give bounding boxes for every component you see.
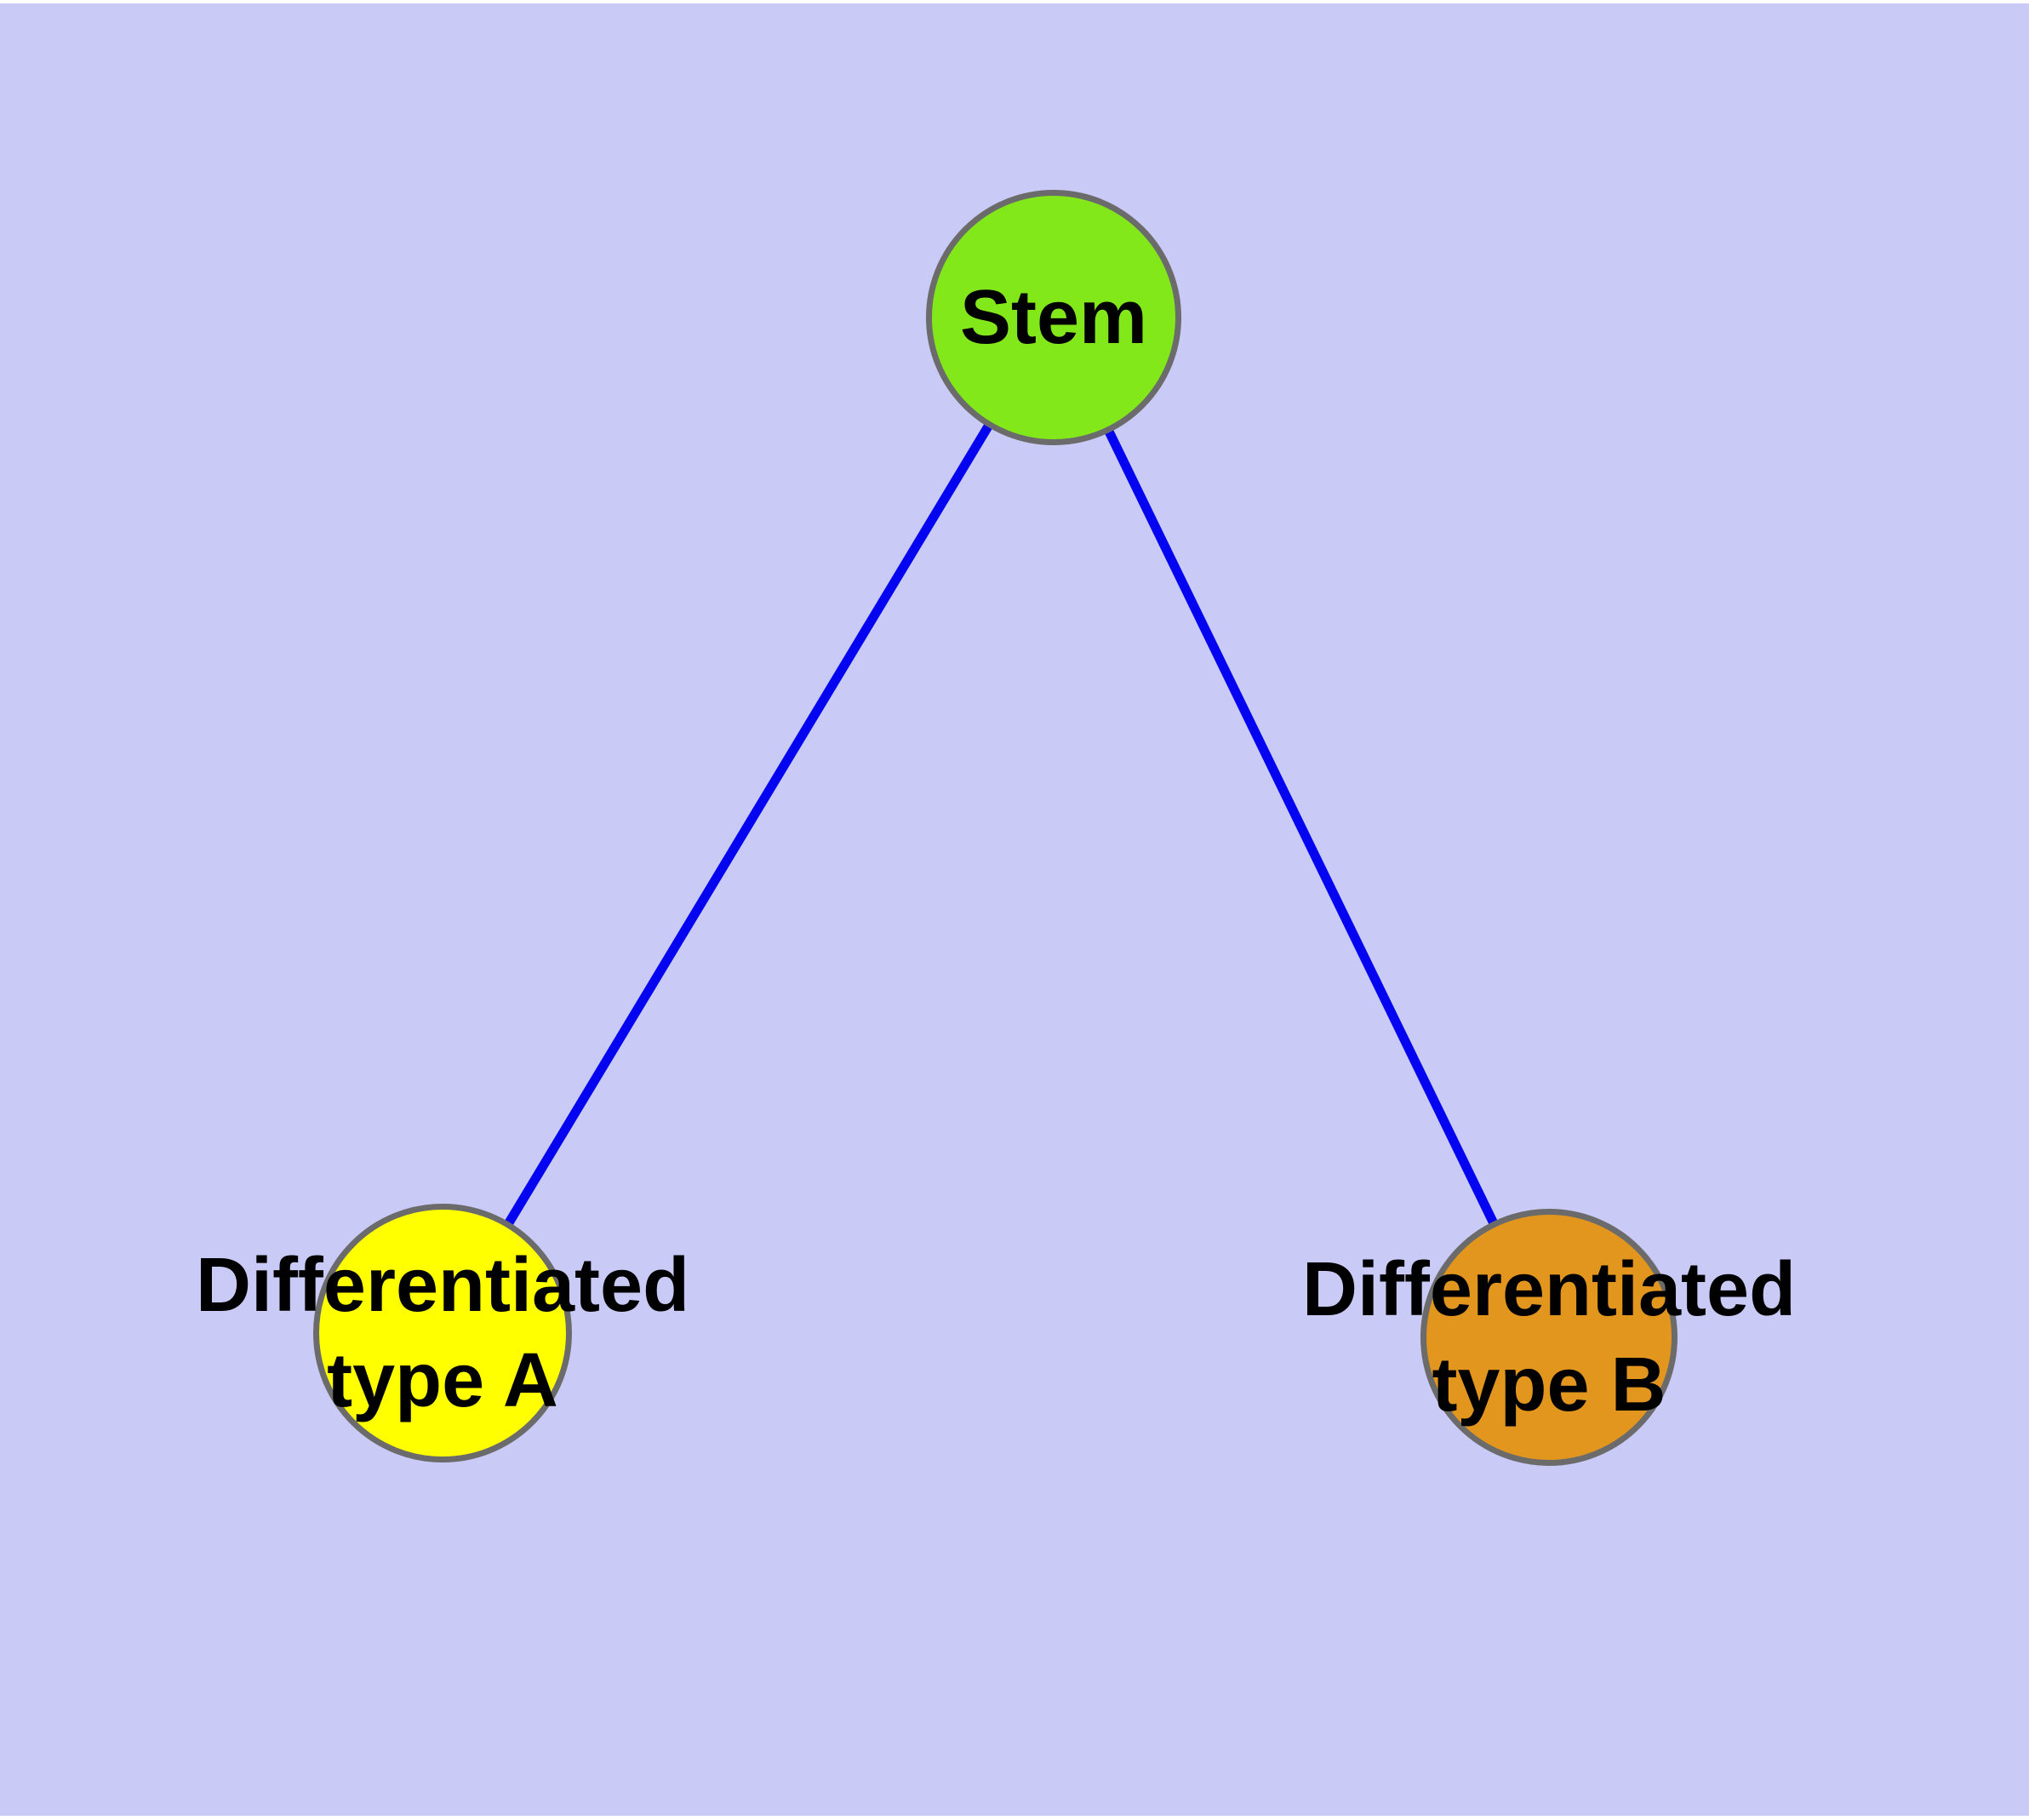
node-stem-label: Stem: [959, 275, 1148, 360]
node-differentiated-type-a-label: Differentiated type A: [195, 1243, 690, 1423]
edge-stem-to-type-a: [438, 315, 1058, 1336]
node-differentiated-type-a: [313, 1204, 572, 1462]
node-differentiated-type-b-label: Differentiated type B: [1301, 1247, 1797, 1428]
node-differentiated-type-b: [1420, 1209, 1677, 1466]
node-stem: [926, 190, 1181, 445]
edge-stem-to-type-b: [1049, 315, 1553, 1340]
